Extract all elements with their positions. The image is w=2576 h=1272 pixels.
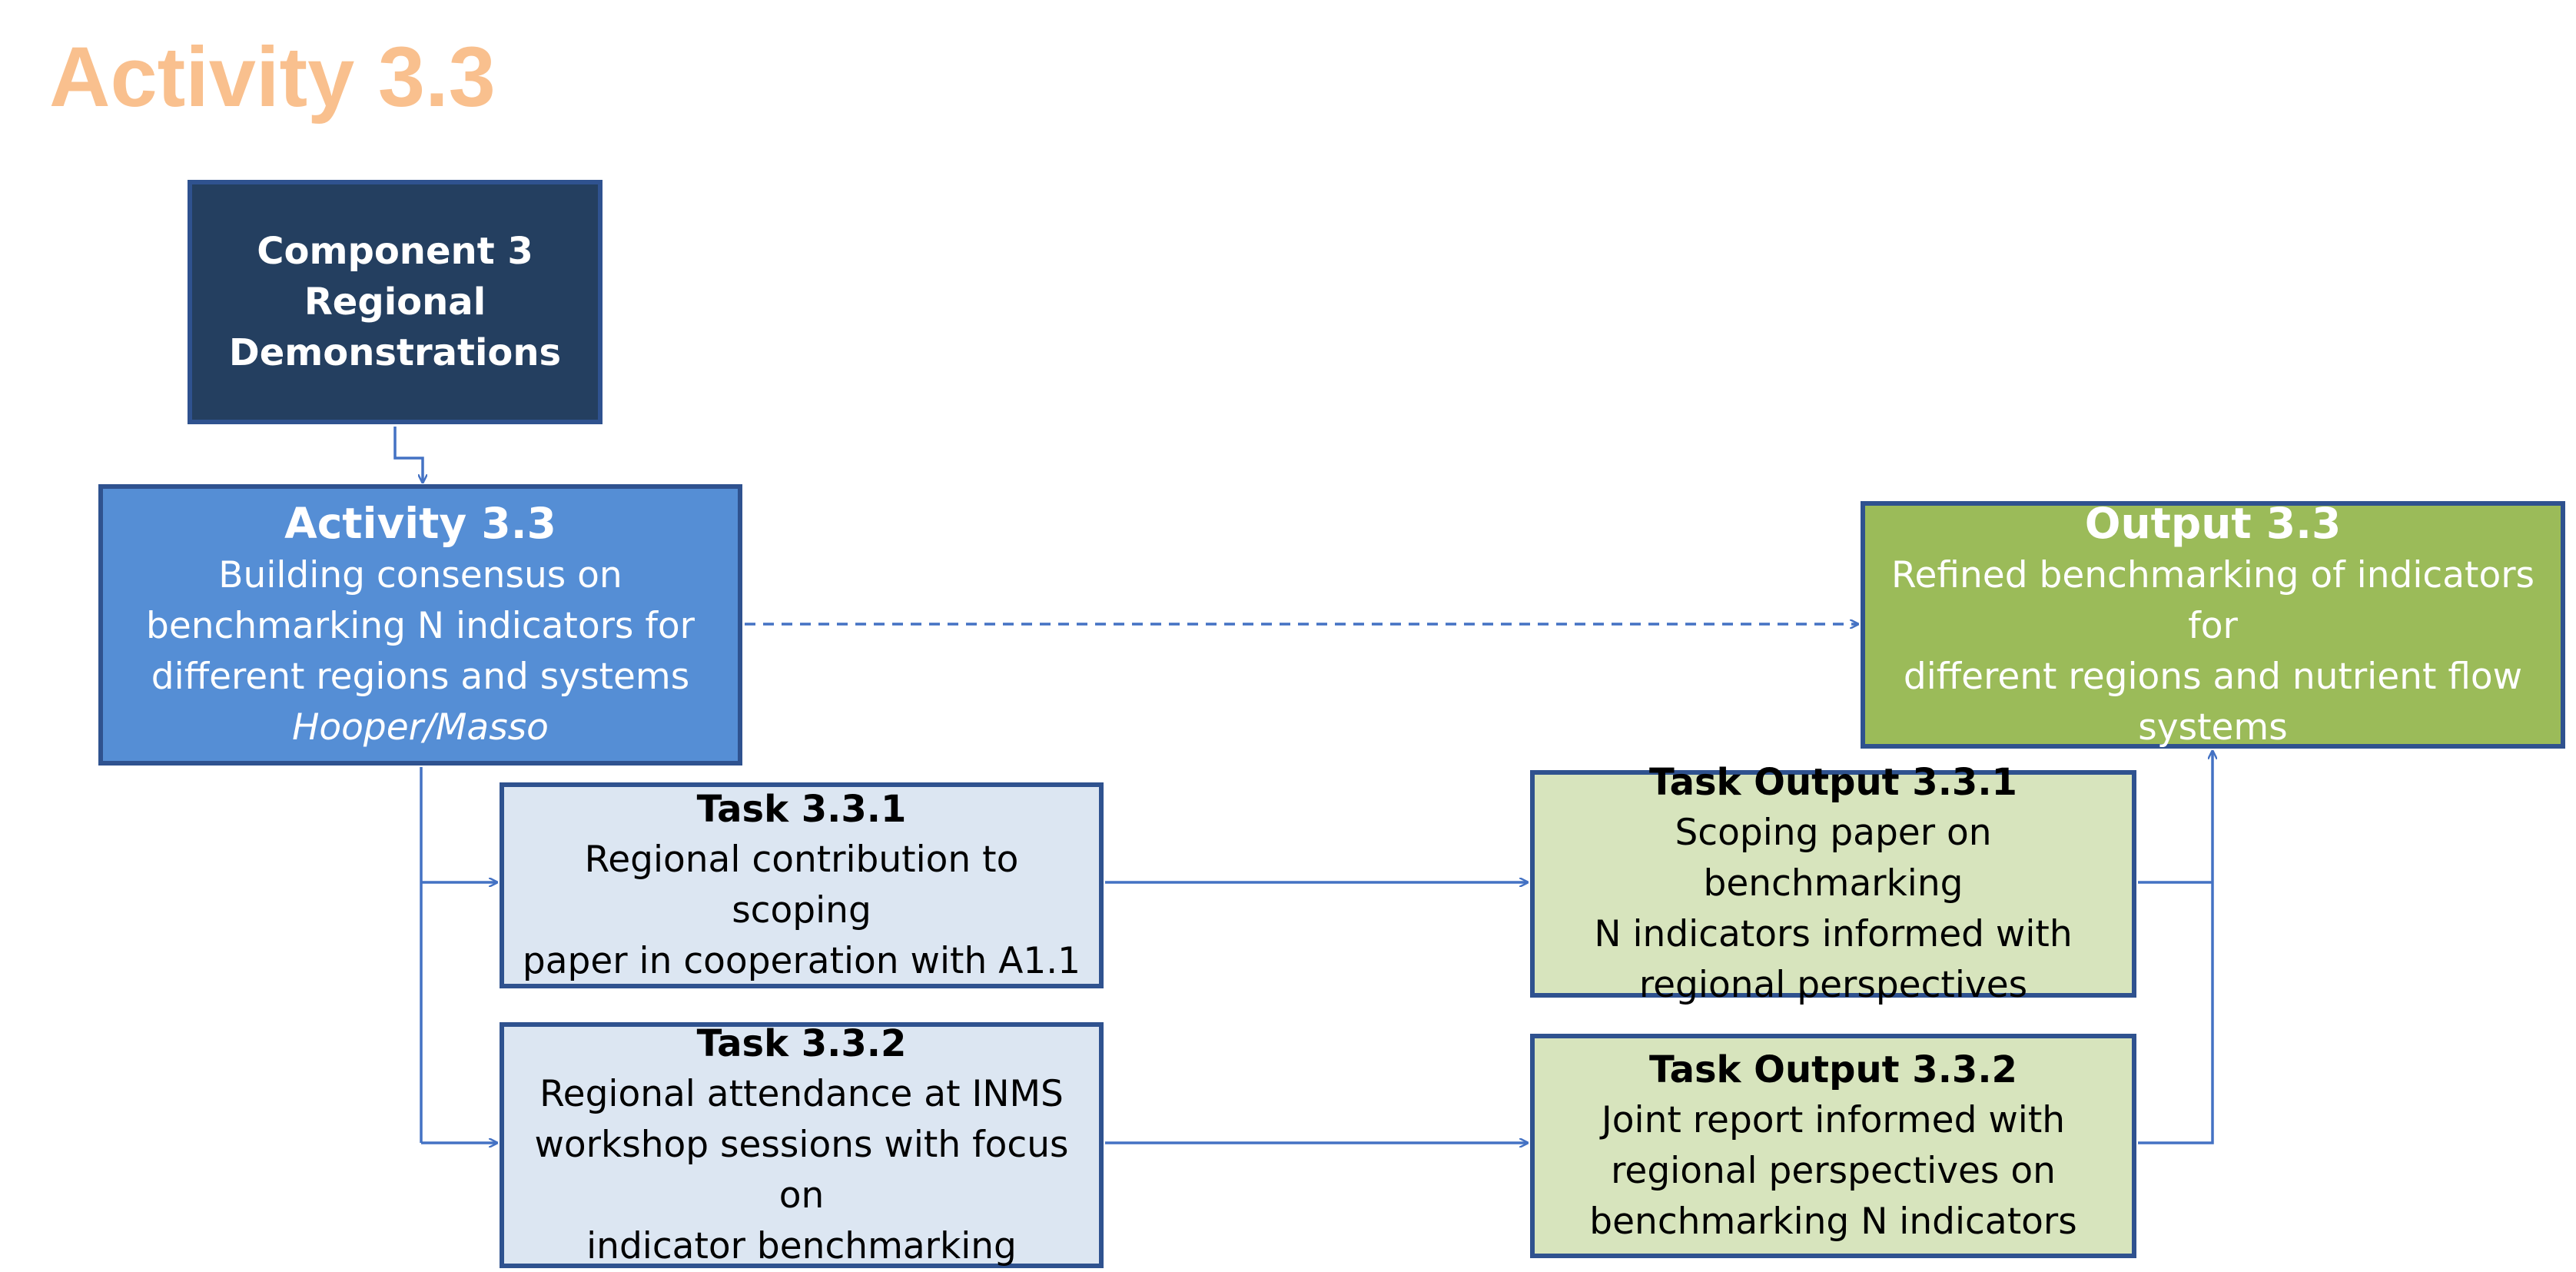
task-output-2-line-1: Joint report informed with (1601, 1099, 2066, 1141)
component-line-2: Regional (304, 281, 486, 324)
connector-task-output2-to-output (2138, 751, 2213, 1144)
task-output-2-line-2: regional perspectives on (1611, 1150, 2056, 1192)
task-output-2-line-3: benchmarking N indicators (1589, 1201, 2077, 1243)
output-line-3: systems (2138, 706, 2288, 749)
task-output-2-box: Task Output 3.3.2 Joint report informed … (1530, 1034, 2136, 1258)
task-output-1-line-2: N indicators informed with (1594, 913, 2073, 955)
activity-line-1: Building consensus on (218, 554, 622, 596)
output-title: Output 3.3 (2084, 499, 2342, 548)
task-2-title: Task 3.3.2 (696, 1022, 907, 1065)
activity-title: Activity 3.3 (284, 499, 556, 548)
activity-line-2: benchmarking N indicators for (146, 605, 695, 647)
output-box: Output 3.3 Refined benchmarking of indic… (1861, 499, 2565, 749)
task-1-line-1: Regional contribution to scoping (584, 839, 1019, 932)
task-output-1-line-3: regional perspectives (1638, 964, 2028, 1006)
activity-line-3: different regions and systems (151, 656, 690, 698)
task-2-line-2: workshop sessions with focus on (534, 1124, 1069, 1217)
task-output-1-title: Task Output 3.3.1 (1649, 761, 2017, 804)
activity-box: Activity 3.3 Building consensus on bench… (98, 484, 742, 766)
task-output-1-line-1: Scoping paper on benchmarking (1675, 812, 1992, 905)
component-box: Component 3 Regional Demonstrations (188, 180, 603, 424)
task-2-line-1: Regional attendance at INMS (539, 1073, 1064, 1115)
task-1-line-2: paper in cooperation with A1.1 (522, 940, 1081, 982)
connector-component-to-activity (393, 427, 423, 483)
activity-authors: Hooper/Masso (292, 706, 549, 749)
task-2-box: Task 3.3.2 Regional attendance at INMS w… (500, 1022, 1104, 1268)
component-line-3: Demonstrations (228, 331, 562, 374)
task-output-2-title: Task Output 3.3.2 (1649, 1048, 2017, 1091)
output-line-2: different regions and nutrient flow (1903, 656, 2523, 698)
task-1-title: Task 3.3.1 (696, 788, 907, 831)
task-output-1-box: Task Output 3.3.1 Scoping paper on bench… (1530, 761, 2136, 1006)
output-line-1: Refined benchmarking of indicators for (1891, 554, 2535, 647)
component-line-1: Component 3 (257, 230, 533, 273)
task-2-line-3: indicator benchmarking (586, 1225, 1017, 1267)
task-1-box: Task 3.3.1 Regional contribution to scop… (500, 782, 1104, 988)
page-title: Activity 3.3 (49, 30, 496, 125)
